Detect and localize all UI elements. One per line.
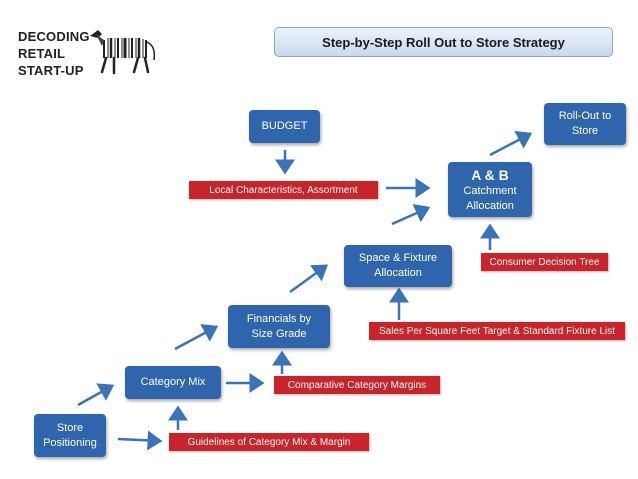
step-ab-line-2: Allocation [466,199,514,212]
step-store-positioning-line-2: Positioning [43,436,97,449]
step-financials-line-1: Financials by [246,312,312,325]
logo-text: DECODING RETAIL START-UP [18,28,90,79]
input-sales-per-sqft: Sales Per Square Feet Target & Standard … [369,322,625,340]
step-financials-line-2: Size Grade [251,327,307,340]
step-category-mix-label: Category Mix [140,376,206,388]
arrow-positioning-to-category-mix [77,383,115,407]
zebra-barcode-icon [90,30,156,75]
input-comparative-margins: Comparative Category Margins [274,376,440,394]
logo-line-2: RETAIL [18,46,66,61]
logo-line-1: DECODING [18,29,90,44]
input-consumer-decision-tree: Consumer Decision Tree [481,253,608,271]
arrow-positioning-to-guidelines [117,430,163,451]
arrow-category-mix-to-financials [174,324,219,351]
step-rollout-line-2: Store [571,125,599,137]
input-guidelines: Guidelines of Category Mix & Margin [169,433,369,451]
step-ab-heading: A & B [471,166,509,183]
step-rollout: Roll-Out to Store [544,103,626,145]
step-budget: BUDGET [249,110,320,143]
step-category-mix: Category Mix [125,366,221,399]
step-rollout-line-1: Roll-Out to [558,110,612,122]
step-space-fixture-line-2: Allocation [374,267,422,279]
step-space-fixture: Space & Fixture Allocation [344,245,452,287]
arrow-ab-to-rollout [489,130,533,157]
page-title: Step-by-Step Roll Out to Store Strategy [274,27,613,57]
step-ab-catchment: A & B Catchment Allocation [448,162,532,217]
step-financials: Financials by Size Grade [228,305,330,348]
arrow-space-to-ab [391,203,431,226]
step-store-positioning: Store Positioning [34,414,106,457]
step-store-positioning-line-1: Store [56,421,84,434]
step-budget-label: BUDGET [261,120,308,132]
step-space-fixture-line-1: Space & Fixture [358,252,438,264]
input-local-characteristics: Local Characteristics, Assortment [189,181,378,199]
arrow-financials-to-space [289,264,329,294]
logo-line-3: START-UP [18,63,84,78]
step-ab-line-1: Catchment [463,184,517,197]
